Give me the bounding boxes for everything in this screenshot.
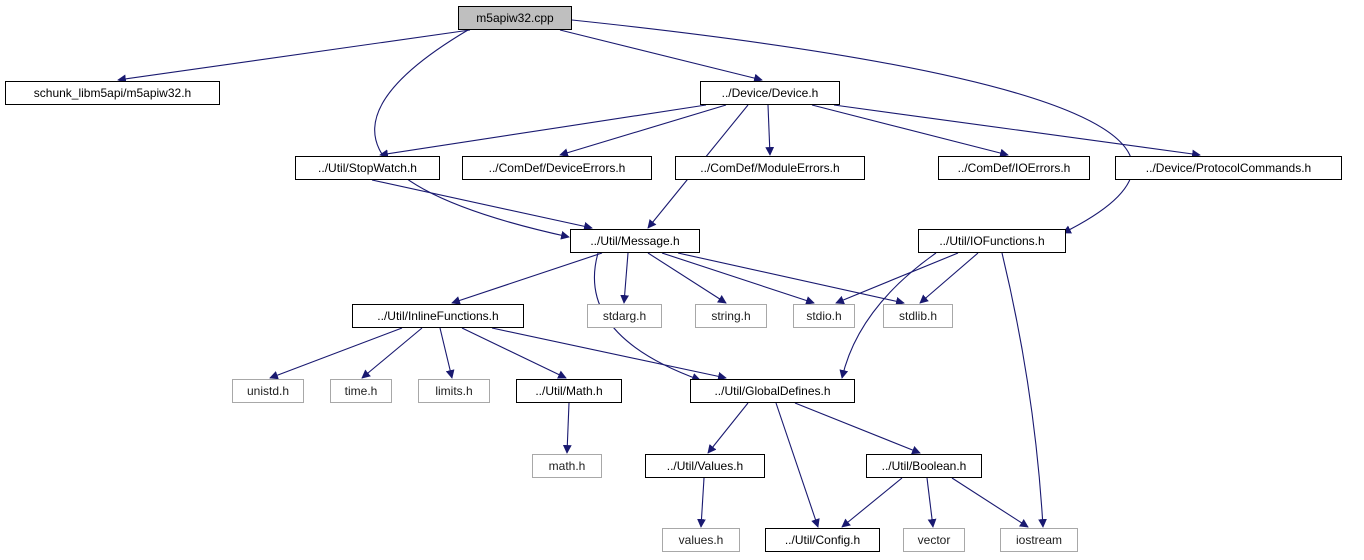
node-inlinefuncs-h[interactable]: ../Util/InlineFunctions.h: [352, 304, 524, 328]
node-boolean-h[interactable]: ../Util/Boolean.h: [866, 454, 982, 478]
edge-boolean-h-config-h: [841, 477, 903, 528]
edge-iofunctions-h-globaldefines-h: [839, 252, 937, 379]
node-values-util-h[interactable]: ../Util/Values.h: [645, 454, 765, 478]
node-moduleerrors-h[interactable]: ../ComDef/ModuleErrors.h: [675, 156, 865, 180]
edge-device-h-moduleerrors-h: [765, 104, 775, 156]
edge-inlinefuncs-h-unistd-h: [269, 327, 403, 380]
edge-inlinefuncs-h-globaldefines-h: [491, 327, 727, 381]
node-unistd-h[interactable]: unistd.h: [232, 379, 304, 403]
edge-inlinefuncs-h-math-util-h: [461, 327, 567, 379]
edge-device-h-deviceerrors-h: [559, 104, 727, 157]
node-vector-h[interactable]: vector: [903, 528, 965, 552]
edge-iofunctions-h-stdlib-h: [919, 252, 979, 304]
edge-root-m5apiw32-h: [117, 29, 471, 84]
node-stopwatch-h[interactable]: ../Util/StopWatch.h: [295, 156, 440, 180]
edge-globaldefines-h-boolean-h: [794, 402, 921, 455]
edge-root-device-h: [559, 29, 763, 83]
node-iofunctions-h[interactable]: ../Util/IOFunctions.h: [918, 229, 1066, 253]
node-m5apiw32-h[interactable]: schunk_libm5api/m5apiw32.h: [5, 81, 220, 105]
edge-stopwatch-h-message-h: [371, 179, 593, 231]
node-root[interactable]: m5apiw32.cpp: [458, 6, 572, 30]
edge-message-h-inlinefuncs-h: [451, 252, 603, 305]
node-iostream-h[interactable]: iostream: [1000, 528, 1078, 552]
edge-inlinefuncs-h-limits-h: [439, 327, 455, 379]
edge-root-iofunctions-h: [571, 19, 1134, 234]
edge-message-h-stdlib-h: [677, 252, 905, 306]
node-ioerrors-h[interactable]: ../ComDef/IOErrors.h: [938, 156, 1090, 180]
node-values-h[interactable]: values.h: [662, 528, 740, 552]
edge-math-util-h-math-h: [562, 402, 572, 454]
edge-message-h-stdarg-h: [620, 252, 630, 304]
node-limits-h[interactable]: limits.h: [418, 379, 490, 403]
node-stdlib-h[interactable]: stdlib.h: [883, 304, 953, 328]
edge-message-h-stdio-h: [661, 252, 815, 305]
edge-globaldefines-h-values-util-h: [707, 402, 749, 454]
node-deviceerrors-h[interactable]: ../ComDef/DeviceErrors.h: [462, 156, 652, 180]
edge-device-h-ioerrors-h: [811, 104, 1009, 158]
edge-root-message-h: [374, 29, 570, 240]
node-string-h[interactable]: string.h: [695, 304, 767, 328]
edge-device-h-stopwatch-h: [379, 104, 707, 159]
node-math-util-h[interactable]: ../Util/Math.h: [516, 379, 622, 403]
node-message-h[interactable]: ../Util/Message.h: [570, 229, 700, 253]
node-globaldefines-h[interactable]: ../Util/GlobalDefines.h: [690, 379, 855, 403]
edge-message-h-string-h: [647, 252, 727, 304]
node-protocolcmds-h[interactable]: ../Device/ProtocolCommands.h: [1115, 156, 1342, 180]
edge-inlinefuncs-h-time-h: [361, 327, 423, 379]
edge-boolean-h-vector-h: [926, 477, 937, 528]
edge-values-util-h-values-h: [697, 477, 706, 528]
edge-boolean-h-iostream-h: [951, 477, 1029, 528]
node-stdio-h[interactable]: stdio.h: [793, 304, 855, 328]
edge-iofunctions-h-stdio-h: [835, 252, 959, 305]
edge-iofunctions-h-iostream-h: [1001, 252, 1047, 528]
edge-device-h-protocolcmds-h: [833, 104, 1201, 159]
node-stdarg-h[interactable]: stdarg.h: [587, 304, 662, 328]
edge-globaldefines-h-config-h: [775, 402, 820, 528]
node-math-h[interactable]: math.h: [532, 454, 602, 478]
node-time-h[interactable]: time.h: [330, 379, 392, 403]
node-config-h[interactable]: ../Util/Config.h: [765, 528, 880, 552]
node-device-h[interactable]: ../Device/Device.h: [700, 81, 840, 105]
